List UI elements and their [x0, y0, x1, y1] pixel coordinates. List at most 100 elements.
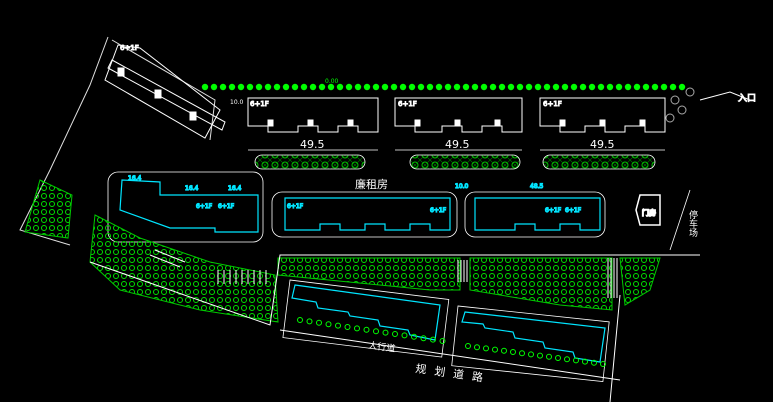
- tree: [465, 343, 471, 349]
- building-m2: 6+1F 6+1F 10.0: [271, 182, 469, 238]
- tree: [327, 83, 335, 91]
- tree: [297, 317, 303, 323]
- dim-m2: 10.0: [455, 183, 469, 190]
- floor-tag-n3: 6+1F: [543, 100, 562, 108]
- dimension-n1: 49.5: [300, 138, 325, 151]
- tree: [291, 83, 299, 91]
- tree: [335, 322, 341, 329]
- tree: [336, 83, 344, 91]
- building-n2: 6+1F: [394, 97, 523, 133]
- tree: [660, 83, 668, 91]
- tree: [555, 355, 561, 361]
- tree: [392, 331, 398, 337]
- building-row-middle: 6+1F 6+1F 16.4 16.4 16.4 6+1F 6+1F 10.0 …: [107, 171, 606, 243]
- tree: [678, 83, 686, 91]
- guardhouse: 门房: [635, 194, 661, 226]
- building-row-south: [282, 279, 610, 382]
- tree: [228, 83, 236, 91]
- tree: [591, 359, 597, 366]
- tree: [606, 83, 614, 91]
- floor-tag-m3b: 6+1F: [565, 207, 582, 214]
- contour-label: 0.00: [325, 78, 339, 85]
- landscape-areas: [24, 179, 661, 323]
- tree: [363, 326, 370, 333]
- tree: [325, 321, 332, 328]
- dim-m1: 16.4: [128, 175, 142, 182]
- crosswalks: [149, 249, 618, 298]
- tree: [600, 361, 606, 367]
- tree: [582, 358, 588, 365]
- tree: [210, 83, 218, 91]
- tree: [345, 83, 353, 91]
- building-m3: 6+1F 6+1F 48.5: [464, 182, 606, 238]
- tree: [430, 336, 436, 343]
- tree: [543, 83, 551, 91]
- tree: [489, 83, 497, 91]
- tree: [462, 83, 470, 91]
- tree: [273, 83, 281, 91]
- tree: [534, 83, 542, 91]
- floor-tag-m1a: 6+1F: [196, 203, 213, 210]
- planned-road-label: 规划道路: [415, 361, 492, 385]
- parking-strips: [254, 154, 656, 170]
- tree: [382, 329, 389, 336]
- tree: [237, 83, 245, 91]
- tree: [507, 83, 515, 91]
- road-edges: [89, 254, 700, 402]
- tree: [546, 353, 552, 360]
- tree-row-south: (function(){ var g=document.currentScrip…: [297, 317, 606, 367]
- tree: [516, 83, 524, 91]
- tree: [492, 346, 498, 353]
- tree: [309, 83, 317, 91]
- tree: [390, 83, 398, 91]
- dim-m1c: 16.4: [228, 185, 242, 192]
- tree: [399, 83, 407, 91]
- tree: [537, 352, 543, 359]
- tree: [579, 83, 587, 91]
- tree: [354, 83, 362, 91]
- tree: [501, 347, 507, 354]
- tree: [401, 332, 408, 339]
- dim-m1b: 16.4: [185, 185, 199, 192]
- tree: [588, 83, 596, 91]
- tree: [435, 83, 443, 91]
- dimension-n3: 49.5: [590, 138, 615, 151]
- tree: [483, 345, 489, 352]
- tree: [453, 83, 461, 91]
- entrance-marker: 入口: [665, 87, 757, 123]
- tree: [564, 356, 570, 363]
- tree: [246, 83, 254, 91]
- tree: [300, 83, 308, 91]
- tree: [573, 357, 579, 364]
- tree: [417, 83, 425, 91]
- dimension-n2: 49.5: [445, 138, 470, 151]
- parking-label: 停车场: [687, 209, 698, 238]
- tree: [528, 351, 534, 358]
- tree: [480, 83, 488, 91]
- tree: [344, 324, 351, 330]
- tree: [570, 83, 578, 91]
- tree: [255, 83, 263, 91]
- floor-tag-m3a: 6+1F: [545, 207, 562, 214]
- tree: [354, 325, 360, 332]
- dim-m3: 48.5: [530, 183, 544, 190]
- tree: [552, 83, 560, 91]
- tree: [642, 83, 650, 91]
- tree-row-north: (function(){ var g=document.currentScrip…: [201, 83, 686, 91]
- tree: [316, 319, 322, 326]
- dim-small-n: 10.0: [230, 99, 244, 106]
- tree: [408, 83, 416, 91]
- building-northwest: 6+1F: [104, 44, 226, 139]
- tree: [597, 83, 605, 91]
- tree: [318, 83, 326, 91]
- floor-tag-m1b: 6+1F: [218, 203, 235, 210]
- tree: [444, 83, 452, 91]
- tree: [363, 83, 371, 91]
- building-n1: 6+1F: [247, 97, 379, 133]
- tree: [282, 83, 290, 91]
- guardhouse-label: 门房: [642, 208, 656, 217]
- tree: [633, 83, 641, 91]
- tree: [372, 83, 380, 91]
